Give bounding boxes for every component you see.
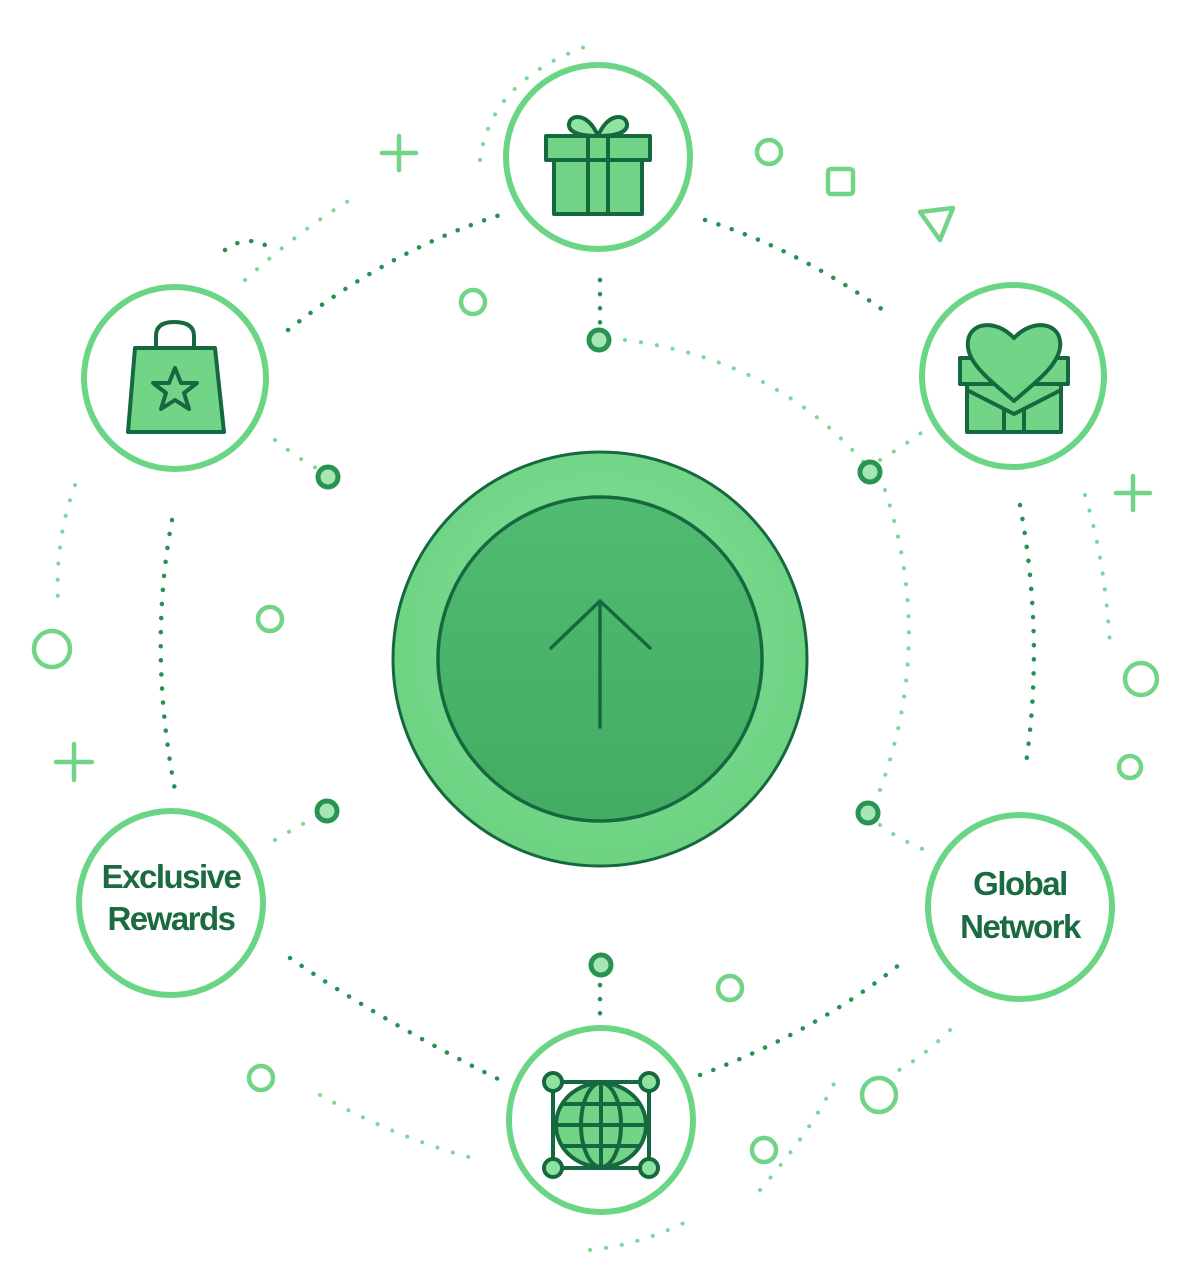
ring-deco [1116, 753, 1144, 781]
node-heart-gift[interactable] [919, 282, 1107, 470]
ring-deco [859, 1075, 899, 1115]
arrow-up-icon [549, 599, 652, 729]
junction-nodes [314, 327, 883, 978]
globe-network-icon [542, 1071, 660, 1179]
exclusive-rewards-label-line2: Rewards [107, 900, 234, 937]
gift-icon [544, 115, 652, 216]
plus-icon [379, 133, 419, 173]
plus-icon [1113, 473, 1153, 513]
ring-deco [255, 604, 285, 634]
ring-deco [754, 137, 784, 167]
node-gift[interactable] [503, 62, 693, 252]
node-exclusive-rewards[interactable]: Exclusive Rewards [76, 808, 266, 998]
global-network-label-line2: Network [960, 908, 1082, 945]
plus-icon [53, 741, 95, 783]
node-shopping-bag[interactable] [81, 284, 269, 472]
ring-deco [31, 628, 73, 670]
node-global-network[interactable]: Global Network [925, 812, 1115, 1002]
shopping-bag-star-icon [126, 320, 226, 434]
ring-deco [246, 1063, 276, 1093]
decorations [31, 133, 1160, 1165]
ring-deco [1122, 660, 1160, 698]
node-globe-network[interactable] [506, 1025, 696, 1215]
ring-deco [458, 287, 488, 317]
ring-deco [715, 973, 745, 1003]
exclusive-rewards-label-line1: Exclusive [102, 858, 242, 895]
global-network-label-line1: Global [973, 865, 1067, 902]
triangle-deco [917, 205, 956, 243]
ring-deco [749, 1135, 779, 1165]
square-deco [825, 166, 856, 197]
heart-gift-icon [958, 323, 1070, 434]
center-upgrade-button[interactable] [391, 450, 809, 868]
